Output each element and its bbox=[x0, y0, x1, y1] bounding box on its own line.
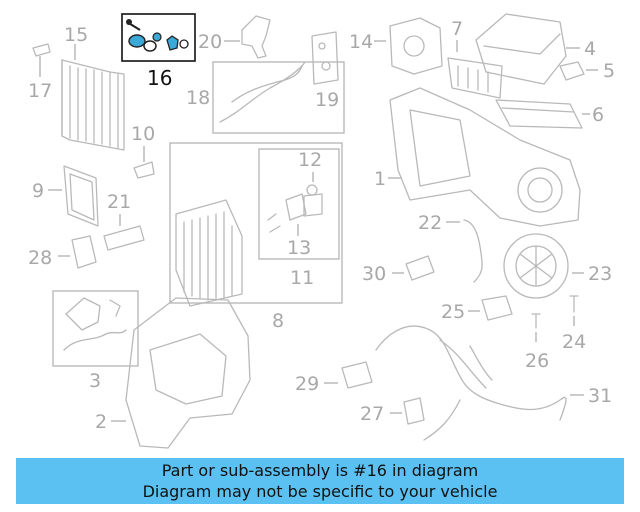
callout-7: 7 bbox=[451, 18, 463, 40]
group-3-box bbox=[52, 290, 139, 367]
callout-10: 10 bbox=[131, 123, 155, 145]
part-26-screw[interactable] bbox=[531, 313, 541, 329]
group-18-19-box bbox=[212, 61, 345, 134]
callout-17: 17 bbox=[28, 80, 52, 102]
part-16-box bbox=[121, 13, 196, 62]
group-8-box bbox=[169, 142, 343, 304]
part-10-sensor[interactable] bbox=[133, 161, 155, 179]
part-28-motor[interactable] bbox=[71, 235, 97, 269]
part-25-duct[interactable] bbox=[481, 295, 513, 321]
callout-11: 11 bbox=[290, 267, 314, 289]
part-31-wiring-harness[interactable] bbox=[375, 325, 567, 441]
banner-line-1: Part or sub-assembly is #16 in diagram bbox=[161, 461, 479, 480]
callout-9: 9 bbox=[32, 180, 44, 202]
part-15-heater-core[interactable] bbox=[61, 59, 125, 151]
part-2-lower-housing[interactable] bbox=[125, 297, 251, 449]
callout-29: 29 bbox=[295, 373, 319, 395]
part-21-actuator[interactable] bbox=[103, 225, 145, 251]
part-20-bracket[interactable] bbox=[241, 15, 271, 59]
part-1-hvac-housing[interactable] bbox=[389, 87, 581, 227]
callout-19: 19 bbox=[315, 89, 339, 111]
part-5-clip[interactable] bbox=[559, 61, 585, 81]
part-4-housing-upper[interactable] bbox=[475, 13, 567, 85]
callout-15: 15 bbox=[64, 24, 88, 46]
part-23-blower-motor[interactable] bbox=[503, 233, 569, 299]
callout-27: 27 bbox=[360, 403, 384, 425]
callout-13: 13 bbox=[287, 237, 311, 259]
group-11-box bbox=[258, 148, 340, 260]
callout-25: 25 bbox=[441, 301, 465, 323]
callout-16: 16 bbox=[147, 66, 172, 90]
callout-20: 20 bbox=[198, 31, 222, 53]
part-22-drain-hose[interactable] bbox=[463, 219, 483, 283]
part-24-screw[interactable] bbox=[569, 295, 579, 313]
callout-24: 24 bbox=[562, 331, 586, 353]
callout-28: 28 bbox=[28, 247, 52, 269]
callout-4: 4 bbox=[584, 38, 596, 60]
callout-22: 22 bbox=[418, 212, 442, 234]
callout-18: 18 bbox=[186, 87, 210, 109]
part-18-hoses[interactable] bbox=[219, 61, 306, 123]
callout-3: 3 bbox=[89, 370, 101, 392]
callout-23: 23 bbox=[588, 263, 612, 285]
part-27-motor[interactable] bbox=[403, 397, 425, 425]
part-6-cabin-filter[interactable] bbox=[495, 99, 583, 129]
part-12-valve[interactable] bbox=[303, 184, 323, 217]
part-9-filter[interactable] bbox=[63, 165, 99, 227]
part-29-actuator[interactable] bbox=[341, 361, 373, 389]
callout-6: 6 bbox=[592, 104, 604, 126]
callout-30: 30 bbox=[362, 263, 386, 285]
callout-12: 12 bbox=[298, 149, 322, 171]
banner-line-2: Diagram may not be specific to your vehi… bbox=[142, 482, 498, 501]
part-30-resistor[interactable] bbox=[405, 255, 435, 281]
part-3-linkage[interactable] bbox=[63, 297, 127, 351]
callout-14: 14 bbox=[349, 31, 373, 53]
callout-1: 1 bbox=[374, 168, 386, 190]
part-13-expansion[interactable] bbox=[267, 193, 307, 233]
part-16-kit[interactable] bbox=[126, 19, 189, 52]
callout-26: 26 bbox=[525, 350, 549, 372]
part-19-valves[interactable] bbox=[311, 31, 339, 85]
parts-diagram: 16 15 17 20 18 19 14 7 bbox=[28, 13, 615, 449]
info-banner: Part or sub-assembly is #16 in diagram D… bbox=[16, 458, 624, 504]
callout-8: 8 bbox=[272, 310, 284, 332]
callout-21: 21 bbox=[107, 191, 131, 213]
callout-31: 31 bbox=[588, 385, 612, 407]
part-14-gasket[interactable] bbox=[389, 17, 443, 75]
part-7-seal[interactable] bbox=[447, 57, 503, 99]
callout-5: 5 bbox=[603, 60, 615, 82]
part-8-evaporator[interactable] bbox=[175, 199, 243, 307]
part-17-clip[interactable] bbox=[32, 43, 51, 57]
callout-2: 2 bbox=[95, 411, 107, 433]
